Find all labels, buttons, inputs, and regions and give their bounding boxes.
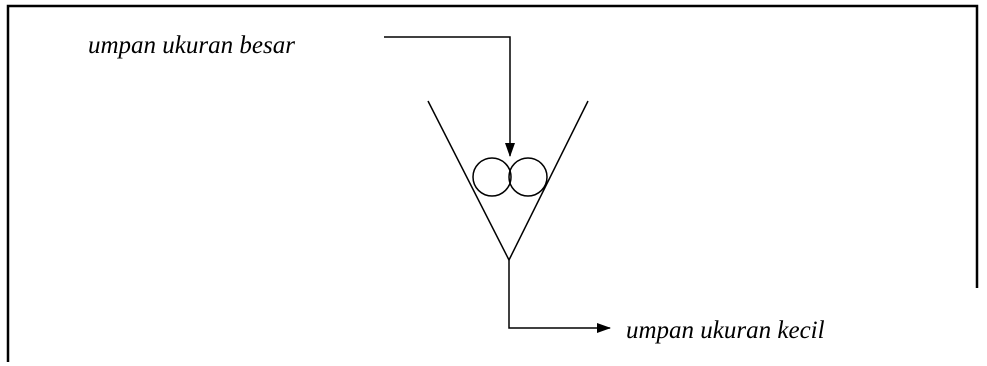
right-roller [508, 157, 548, 197]
hopper-right-wall [508, 100, 589, 261]
input-feed-arrow [384, 36, 515, 157]
output-label: umpan ukuran kecil [626, 317, 825, 344]
output-feed-arrow [508, 260, 611, 333]
input-label: umpan ukuran besar [88, 32, 295, 59]
frame-border [6, 4, 979, 362]
left-roller [472, 157, 512, 197]
hopper-left-wall [427, 100, 510, 261]
